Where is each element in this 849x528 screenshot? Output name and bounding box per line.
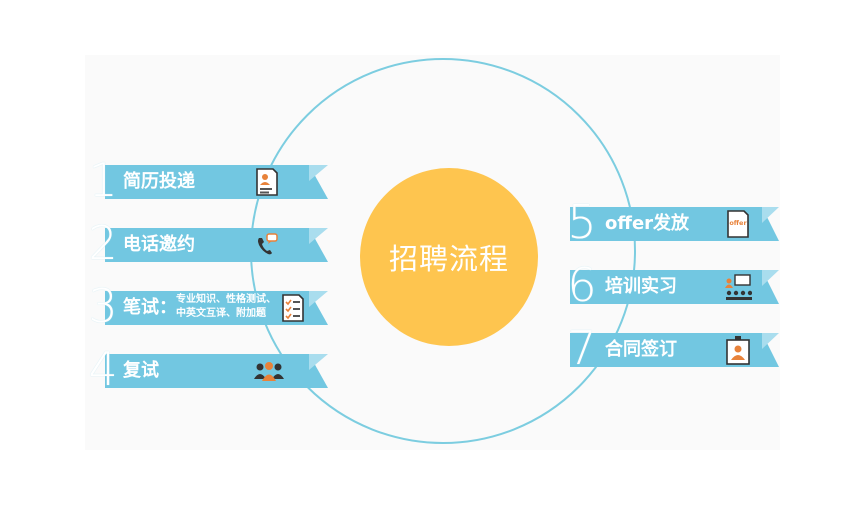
step-detail-line-1: 专业知识、性格测试、 <box>176 294 276 305</box>
step-label: 合同签订 <box>605 339 677 360</box>
step-label: offer发放 <box>605 213 690 234</box>
step-2: 2 电话邀约 <box>85 213 330 273</box>
step-label: 简历投递 <box>123 171 195 192</box>
step-banner <box>105 354 309 388</box>
step-3: 3 笔试： 专业知识、性格测试、 中英文互译、附加题 <box>85 276 330 336</box>
phone-chat-icon <box>252 228 282 262</box>
center-circle: 招聘流程 <box>360 168 538 346</box>
interview-group-icon <box>254 354 284 388</box>
banner-fold-light <box>762 270 779 286</box>
banner-fold-light <box>309 291 328 307</box>
banner-fold-light <box>309 354 328 370</box>
step-detail: 专业知识、性格测试、 中英文互译、附加题 <box>176 293 276 321</box>
step-label: 电话邀约 <box>123 234 195 255</box>
step-number: 4 <box>88 342 118 396</box>
checklist-icon <box>278 291 308 325</box>
step-banner <box>105 291 309 325</box>
step-label: 复试 <box>123 360 159 381</box>
step-number: 3 <box>88 279 118 333</box>
step-6: 6 培训实习 <box>567 255 785 315</box>
resume-icon <box>252 165 282 199</box>
step-number: 5 <box>567 195 597 249</box>
step-label: 笔试： <box>123 297 177 318</box>
banner-fold-light <box>309 228 328 244</box>
step-number: 6 <box>567 258 597 312</box>
offer-icon-text: offer <box>729 219 747 227</box>
step-detail-line-2: 中英文互译、附加题 <box>176 308 266 319</box>
offer-letter-icon: offer <box>723 207 753 241</box>
banner-fold-light <box>762 207 779 223</box>
step-number: 2 <box>88 216 118 270</box>
badge-id-icon <box>723 333 753 367</box>
step-4: 4 复试 <box>85 339 330 399</box>
step-5: 5 offer发放 offer <box>567 192 785 252</box>
step-label: 培训实习 <box>605 276 677 297</box>
center-title: 招聘流程 <box>388 242 509 276</box>
banner-fold-light <box>309 165 328 181</box>
step-7: 7 合同签订 <box>567 318 785 378</box>
step-number: 1 <box>88 153 118 207</box>
step-1: 1 简历投递 <box>85 150 330 210</box>
training-icon <box>723 270 753 304</box>
step-number: 7 <box>567 321 597 375</box>
banner-fold-light <box>762 333 779 349</box>
